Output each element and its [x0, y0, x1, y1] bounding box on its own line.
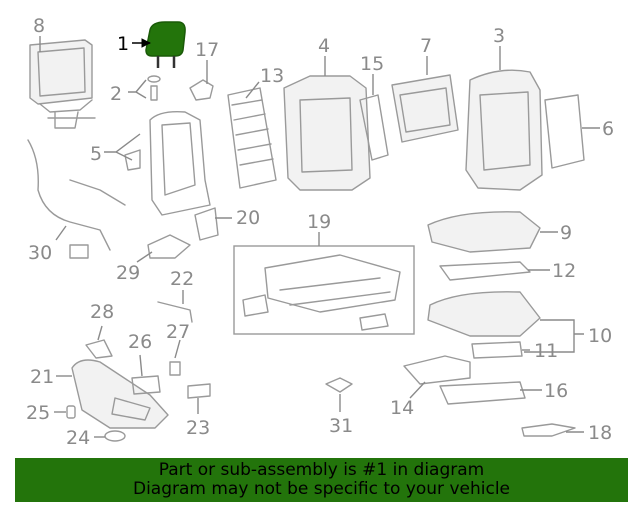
- callout-26: 26: [128, 331, 152, 353]
- part-12: [439, 261, 531, 281]
- part-16: [439, 381, 526, 405]
- part-28: [85, 339, 113, 359]
- callout-12: 12: [552, 260, 576, 282]
- part-24: [104, 430, 126, 442]
- callout-30: 30: [28, 242, 52, 264]
- callout-11: 11: [534, 340, 558, 362]
- banner-line-1: Part or sub-assembly is #1 in diagram: [158, 460, 485, 480]
- banner-line-2: Diagram may not be specific to your vehi…: [132, 479, 510, 499]
- part-10-seat-pad: [427, 291, 541, 337]
- part-19-box: [233, 245, 415, 335]
- part-20: [194, 207, 219, 241]
- part-13-springs: [227, 87, 277, 189]
- callout-1: 1: [117, 33, 129, 55]
- callout-27: 27: [166, 321, 190, 343]
- callout-29: 29: [116, 262, 140, 284]
- callout-8: 8: [33, 15, 45, 37]
- part-27-knob: [169, 361, 181, 376]
- part-31: [325, 377, 353, 393]
- part-6: [544, 94, 585, 169]
- callout-7: 7: [420, 35, 432, 57]
- callout-2: 2: [110, 83, 122, 105]
- part-1-headrest[interactable]: [145, 21, 186, 68]
- callout-19: 19: [307, 211, 331, 233]
- callout-labels: 1 2 3 4 5 6 7 8 9 10 11 12 13 14 15 16 1…: [26, 15, 614, 449]
- callout-28: 28: [90, 301, 114, 323]
- part-17: [189, 79, 214, 101]
- part-4-back-cushion: [283, 75, 371, 191]
- part-14: [403, 355, 471, 385]
- callout-23: 23: [186, 417, 210, 439]
- callout-13: 13: [260, 65, 284, 87]
- callout-6: 6: [602, 118, 614, 140]
- callout-25: 25: [26, 402, 50, 424]
- callout-5: 5: [90, 143, 102, 165]
- callout-20: 20: [236, 207, 260, 229]
- leader-lines: [39, 36, 600, 438]
- callout-21: 21: [30, 366, 54, 388]
- callout-22: 22: [170, 268, 194, 290]
- part-15: [359, 94, 389, 161]
- callout-16: 16: [544, 380, 568, 402]
- callout-18: 18: [588, 422, 612, 444]
- part-9-seat-cushion: [427, 211, 541, 253]
- part-8-back-panel: [29, 39, 96, 129]
- part-11: [471, 341, 523, 359]
- part-5-back-frame: [124, 110, 211, 216]
- part-29: [147, 234, 191, 259]
- part-7-lumbar: [391, 74, 459, 143]
- part-23: [187, 383, 211, 399]
- callout-9: 9: [560, 222, 572, 244]
- part-2-guide: [147, 75, 161, 101]
- callout-31: 31: [329, 415, 353, 437]
- part-18: [521, 423, 576, 437]
- callout-14: 14: [390, 397, 414, 419]
- part-22-rod: [157, 301, 193, 323]
- info-banner: Part or sub-assembly is #1 in diagram Di…: [15, 458, 628, 502]
- callout-24: 24: [66, 427, 90, 449]
- callout-3: 3: [493, 25, 505, 47]
- part-25: [66, 405, 76, 419]
- part-26: [131, 375, 161, 395]
- part-19-seat-frame: [242, 254, 401, 331]
- callout-10: 10: [588, 325, 612, 347]
- callout-17: 17: [195, 39, 219, 61]
- part-3-back-trim: [465, 69, 543, 191]
- callout-15: 15: [360, 53, 384, 75]
- part-21-side-shield: [71, 359, 169, 429]
- callout-4: 4: [318, 35, 330, 57]
- part-30-harness: [27, 139, 126, 259]
